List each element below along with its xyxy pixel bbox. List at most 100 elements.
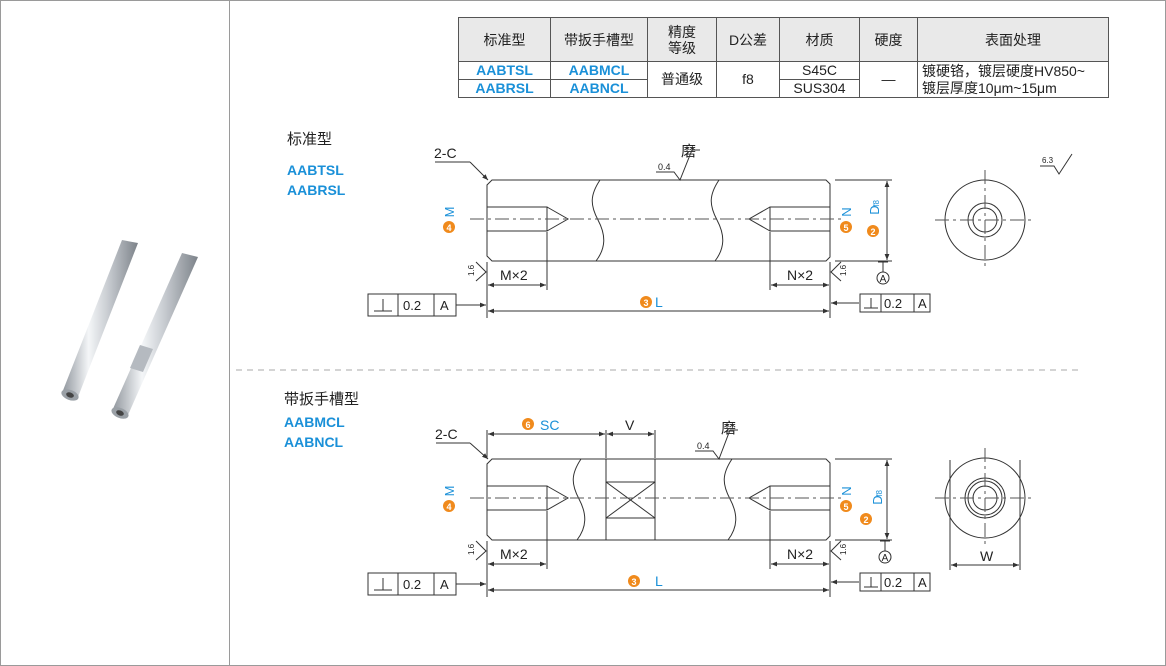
wrench-grind-ra: 0.4: [697, 441, 710, 451]
wrench-marker-5-number: 5: [843, 502, 848, 512]
wrench-code-1: AABMCL: [284, 414, 345, 430]
marker-2-number: 2: [870, 227, 875, 237]
wrench-side-view: [470, 458, 845, 541]
wrench-marker-4: [443, 500, 455, 512]
wrench-marker-2-number: 2: [863, 515, 868, 525]
standard-d-label: D: [867, 205, 882, 214]
wrench-marker-2: [860, 513, 872, 525]
standard-grind-label: 磨: [681, 143, 696, 160]
cell-code-aabrsl: AABRSL: [458, 79, 551, 98]
standard-title: 标准型: [287, 131, 332, 148]
wrench-marker-3: [628, 575, 640, 587]
standard-ra-right-symbol: [830, 261, 842, 282]
header-standard: 标准型: [458, 17, 551, 62]
wrench-n-label: N: [839, 486, 854, 495]
standard-perp-right: 0.2 A: [831, 293, 931, 313]
marker-2: [867, 225, 879, 237]
wrench-ra-left-symbol: [475, 540, 487, 561]
standard-code-1: AABTSL: [287, 162, 344, 178]
wrench-ra-right-symbol: [830, 540, 842, 561]
wrench-perp-right-datum: A: [918, 575, 927, 590]
rod-wrench: [111, 253, 198, 419]
wrench-marker-5: [840, 500, 852, 512]
wrench-l-label: L: [655, 573, 663, 589]
header-precision-line1: 精度: [668, 23, 696, 40]
wrench-d-label: D: [870, 495, 885, 504]
wrench-perp-left: 0.2 A: [367, 572, 486, 596]
cell-material-sus304: SUS304: [779, 79, 860, 98]
header-precision: 精度等级: [647, 17, 717, 62]
wrench-ra-right-value: 1.6: [839, 543, 848, 555]
header-wrench: 带扳手槽型: [550, 17, 648, 62]
standard-code-2: AABRSL: [287, 182, 346, 198]
standard-m-label: M: [442, 207, 457, 218]
wrench-perp-left-datum: A: [440, 577, 449, 592]
wrench-w-label: W: [980, 548, 994, 564]
cell-code-aabmcl: AABMCL: [550, 61, 648, 80]
standard-ra-right-value: 1.6: [839, 264, 848, 276]
wrench-nx2-label: N×2: [787, 546, 813, 562]
header-d-tolerance: D公差: [716, 17, 780, 62]
wrench-sc-label: SC: [540, 417, 559, 433]
standard-mx2-label: M×2: [500, 267, 528, 283]
header-material: 材质: [779, 17, 860, 62]
standard-n-label: N: [839, 207, 854, 216]
perp-left-value: 0.2: [403, 298, 421, 313]
wrench-chamfer-label: 2-C: [435, 426, 458, 442]
header-surface: 表面处理: [917, 17, 1109, 62]
spec-table: 标准型 带扳手槽型 精度等级 D公差 材质 硬度 表面处理 AABTSL AAB…: [458, 17, 1109, 98]
marker-3-number: 3: [643, 298, 648, 308]
wrench-grind-label: 磨: [721, 420, 736, 437]
chamfer-leader-arrow: [469, 161, 489, 181]
standard-perp-left: 0.2 A: [367, 293, 486, 317]
table-row: AABTSL AABMCL 普通级 f8 S45C — 镀硬铬，镀层硬度HV85…: [458, 61, 1109, 98]
perp-left-datum: A: [440, 298, 449, 313]
wrench-end-view: [935, 448, 1035, 570]
rod-standard: [61, 240, 138, 401]
wrench-title: 带扳手槽型: [284, 391, 359, 408]
marker-5: [840, 221, 852, 233]
product-photo: [61, 240, 198, 419]
wrench-v-label: V: [625, 417, 635, 433]
wrench-perp-right-value: 0.2: [884, 575, 902, 590]
marker-6-number: 6: [525, 420, 530, 430]
table-row: AABRSL AABNCL SUS304: [458, 79, 1109, 98]
header-precision-line2: 等级: [668, 39, 696, 56]
marker-3: [640, 296, 652, 308]
standard-chamfer-label: 2-C: [434, 145, 457, 161]
wrench-marker-4-number: 4: [446, 502, 451, 512]
standard-grind-ra: 0.4: [658, 162, 671, 172]
wrench-marker-3-number: 3: [631, 577, 636, 587]
standard-end-view: [935, 170, 1035, 270]
cell-material-s45c: S45C: [779, 61, 860, 80]
wrench-grind-symbol: [695, 429, 738, 461]
column-divider: [229, 0, 230, 666]
standard-side-view: [470, 179, 845, 262]
wrench-ra-left-value: 1.6: [467, 543, 476, 555]
wrench-chamfer-leader-arrow: [469, 442, 489, 460]
perp-right-datum: A: [918, 296, 927, 311]
ra-top-value: 6.3: [1042, 156, 1054, 165]
surface-line2: 镀层厚度10μm~15μm: [922, 79, 1057, 96]
marker-6: [522, 418, 534, 430]
cell-surface: 镀硬铬，镀层硬度HV850~镀层厚度10μm~15μm: [917, 61, 1109, 98]
cell-code-aabncl: AABNCL: [550, 79, 648, 98]
standard-d-sub: f8: [872, 199, 881, 206]
standard-ra-left-value: 1.6: [467, 264, 476, 276]
surface-line1: 镀硬铬，镀层硬度HV850~: [922, 62, 1085, 79]
marker-5-number: 5: [843, 223, 848, 233]
marker-4-number: 4: [446, 223, 451, 233]
wrench-mx2-label: M×2: [500, 546, 528, 562]
perp-right-value: 0.2: [884, 296, 902, 311]
wrench-datum-label: A: [882, 553, 889, 564]
standard-nx2-label: N×2: [787, 267, 813, 283]
cell-precision: 普通级: [647, 61, 717, 98]
wrench-code-2: AABNCL: [284, 434, 344, 450]
wrench-perp-right: 0.2 A: [831, 572, 931, 592]
standard-grind-symbol: [656, 149, 700, 182]
datum-label: A: [880, 274, 887, 285]
standard-ra-left-symbol: [475, 261, 487, 282]
wrench-d-sub: f8: [875, 489, 884, 496]
wrench-m-label: M: [442, 486, 457, 497]
